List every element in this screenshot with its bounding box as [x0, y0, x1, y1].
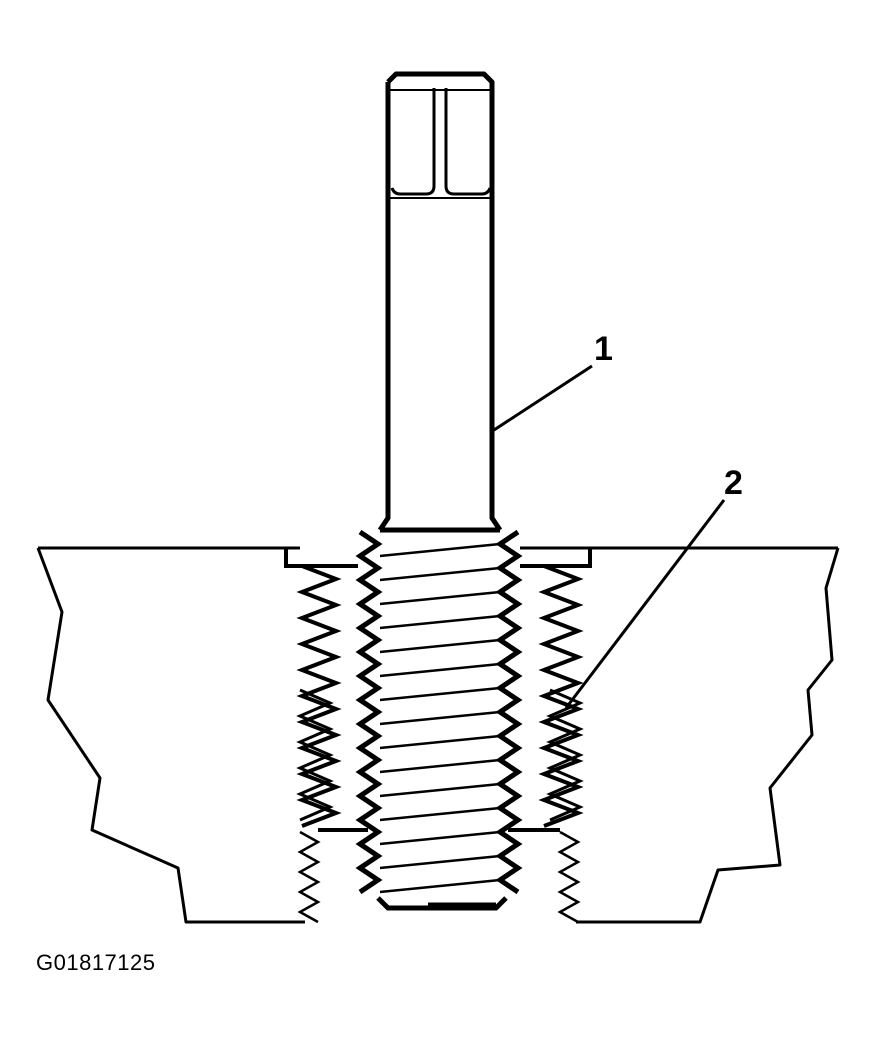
tap-thread-crest: [379, 686, 501, 702]
tap-thread-crest: [379, 566, 501, 582]
insert-flange: [284, 548, 592, 568]
tap-tip: [376, 896, 508, 911]
tap-thread-crest: [379, 806, 501, 822]
tap-thread-crest: [379, 758, 501, 774]
hole-thread-left: [297, 830, 321, 924]
tap-thread-crest: [379, 710, 501, 726]
tap-thread-crest: [379, 830, 501, 846]
callout-1: 1: [594, 330, 613, 368]
tap-thread-crest: [379, 782, 501, 798]
figure-id: G01817125: [36, 950, 156, 975]
thread-insert-right-inner: [546, 688, 584, 822]
thread-insert-left-inner: [296, 688, 334, 822]
tap-shank: [377, 71, 503, 532]
thread-insert-right: [538, 564, 584, 828]
tap-thread-crest: [379, 878, 501, 894]
tap-thread-crest: [379, 662, 501, 678]
workpiece-outline: [36, 546, 840, 924]
hole-thread-right: [557, 830, 581, 924]
tap-thread-crest: [379, 590, 501, 606]
leader-line-1: [493, 364, 593, 432]
tap-thread-crests: [379, 542, 501, 894]
tap-thread-crest: [379, 542, 501, 558]
tap-drive-square: [390, 88, 492, 199]
tap-thread-crest: [379, 638, 501, 654]
callout-2: 2: [724, 464, 743, 502]
leader-line-2: [564, 499, 726, 709]
tap-thread-crest: [379, 614, 501, 630]
tap-thread-crest: [379, 734, 501, 750]
tap-thread-crest: [379, 854, 501, 870]
